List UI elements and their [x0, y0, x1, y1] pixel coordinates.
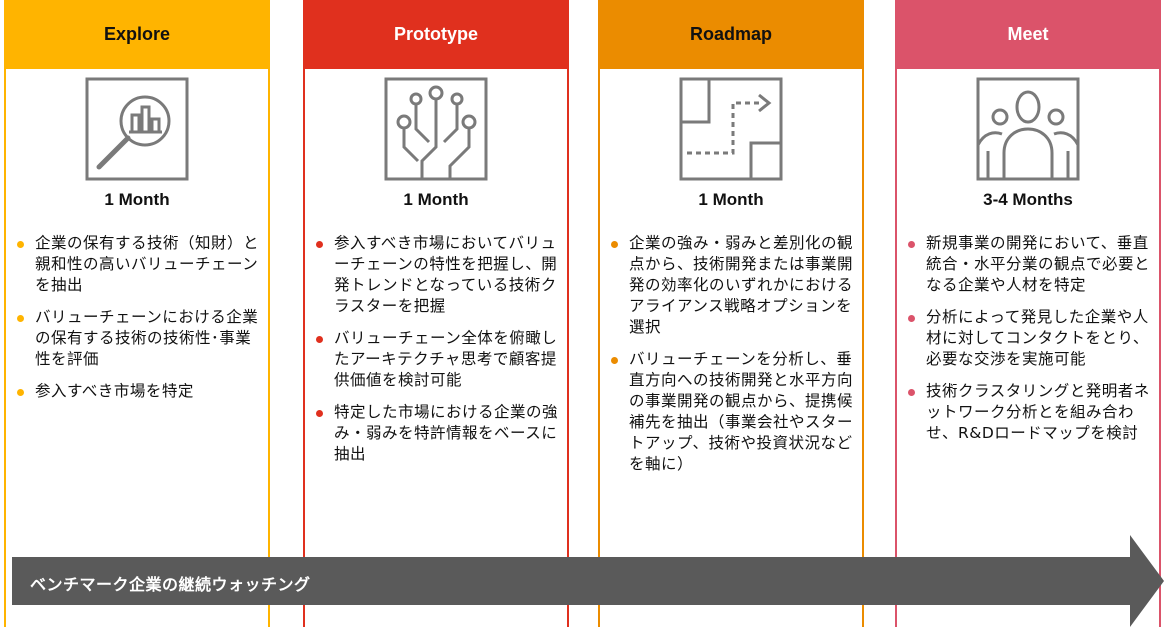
list-item: バリューチェーンを分析し、垂直方向への技術開発と水平方向の事業開発の観点から、提…: [610, 349, 854, 475]
prototype-header: Prototype: [305, 0, 567, 69]
prototype-duration: 1 Month: [403, 190, 469, 209]
list-item: 参入すべき市場を特定: [16, 381, 260, 402]
roadmap-bullets: 企業の強み・弱みと差別化の観点から、技術開発または事業開発の効率化のいずれかにお…: [610, 233, 854, 486]
list-item: 分析によって発見した企業や人材に対してコンタクトをとり、必要な交渉を実施可能: [907, 307, 1151, 370]
roadmap-column: Roadmap 1 Month 企業の強み・弱みと差別化の観点から、技術開発また…: [598, 0, 864, 627]
explore-column: Explore 1 Month 企業の保有する技術（知財）と親和性の高いバリュー…: [4, 0, 270, 627]
circuit-icon: [384, 77, 488, 181]
list-item: バリューチェーン全体を俯瞰したアーキテクチャ思考で顧客提供価値を検討可能: [315, 328, 559, 391]
list-item: 企業の保有する技術（知財）と親和性の高いバリューチェーンを抽出: [16, 233, 260, 296]
list-item: バリューチェーンにおける企業の保有する技術の技術性･事業性を評価: [16, 307, 260, 370]
arrow-shape: [12, 535, 1164, 627]
list-item: 技術クラスタリングと発明者ネットワーク分析とを組み合わせ、R&Dロードマップを検…: [907, 381, 1151, 444]
prototype-bullets: 参入すべき市場においてバリューチェーンの特性を把握し、開発トレンドとなっている技…: [315, 233, 559, 476]
prototype-column: Prototype 1 Month 参入すべき市場においてバリューチェーンの特性…: [303, 0, 569, 627]
list-item: 企業の強み・弱みと差別化の観点から、技術開発または事業開発の効率化のいずれかにお…: [610, 233, 854, 338]
list-item: 特定した市場における企業の強み・弱みを特許情報をベースに抽出: [315, 402, 559, 465]
magnifier-bar-chart-icon: [85, 77, 189, 181]
arrow-label: ベンチマーク企業の継続ウォッチング: [30, 575, 311, 594]
explore-duration: 1 Month: [104, 190, 170, 209]
list-item: 新規事業の開発において、垂直統合・水平分業の観点で必要となる企業や人材を特定: [907, 233, 1151, 296]
meet-column: Meet 3-4 Months 新規事業の開発において、垂直統合・水平分業の観点…: [895, 0, 1161, 627]
meet-duration: 3-4 Months: [983, 190, 1073, 209]
list-item: 参入すべき市場においてバリューチェーンの特性を把握し、開発トレンドとなっている技…: [315, 233, 559, 317]
explore-header: Explore: [6, 0, 268, 69]
meet-bullets: 新規事業の開発において、垂直統合・水平分業の観点で必要となる企業や人材を特定 分…: [907, 233, 1151, 455]
route-map-icon: [679, 77, 783, 181]
meet-header: Meet: [897, 0, 1159, 69]
roadmap-header: Roadmap: [600, 0, 862, 69]
roadmap-duration: 1 Month: [698, 190, 764, 209]
people-group-icon: [976, 77, 1080, 181]
watching-arrow: ベンチマーク企業の継続ウォッチング: [12, 535, 1164, 627]
explore-bullets: 企業の保有する技術（知財）と親和性の高いバリューチェーンを抽出 バリューチェーン…: [16, 233, 260, 413]
